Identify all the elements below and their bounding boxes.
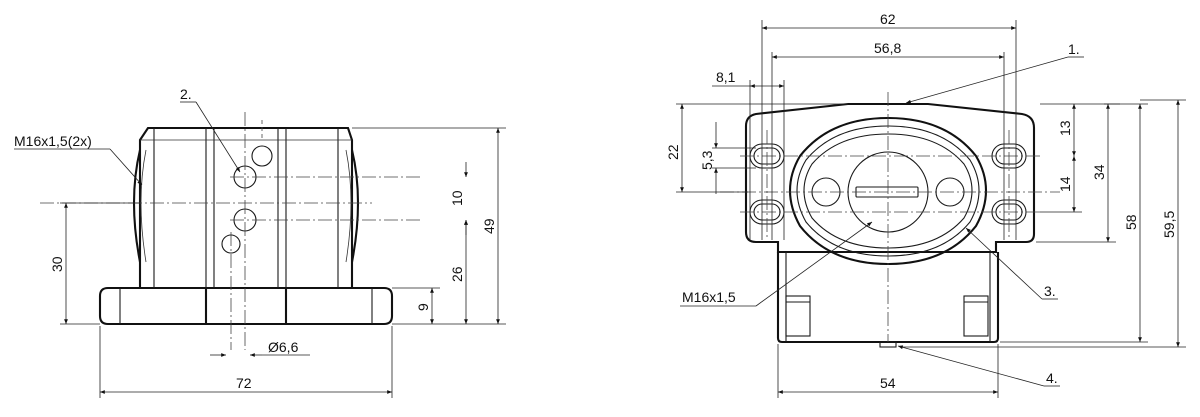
- front-thread-label: M16x1,5(2x): [14, 133, 92, 149]
- callout-2: 2.: [180, 86, 192, 102]
- front-body: [138, 126, 354, 290]
- dim-hole-diameter: Ø6,6: [268, 339, 299, 355]
- dim-59-5: 59,5: [1161, 211, 1177, 238]
- dim-8-1: 8,1: [716, 69, 736, 85]
- callout-4: 4.: [1046, 370, 1058, 386]
- dim-49: 49: [481, 218, 497, 234]
- front-base-plate: [98, 286, 208, 326]
- side-flange: [744, 102, 1036, 254]
- side-thread-label: M16x1,5: [682, 289, 736, 305]
- dim-13: 13: [1057, 120, 1073, 136]
- callout-3: 3.: [1044, 283, 1056, 299]
- front-dimensions: 72 30 49 26 10 9 Ø6,6 M16x1,5(2x) 2.: [14, 86, 506, 398]
- dim-56-8: 56,8: [874, 40, 901, 56]
- callout-1: 1.: [1068, 41, 1080, 57]
- dim-9: 9: [415, 303, 431, 311]
- side-view: [720, 92, 1060, 348]
- dim-34: 34: [1091, 164, 1107, 180]
- dim-58: 58: [1123, 214, 1139, 230]
- dim-62: 62: [880, 11, 896, 27]
- dim-26: 26: [449, 266, 465, 282]
- dim-54: 54: [880, 375, 896, 391]
- front-view: [40, 112, 420, 350]
- dim-5-3: 5,3: [699, 150, 715, 170]
- dim-22: 22: [665, 144, 681, 160]
- side-dimensions: 62 56,8 8,1 22 5,3 13 14 34: [665, 11, 1186, 398]
- dim-30: 30: [49, 256, 65, 272]
- dim-10: 10: [449, 190, 465, 206]
- front-base-plate-right: [284, 286, 394, 326]
- dim-72: 72: [236, 375, 252, 391]
- dim-14: 14: [1057, 176, 1073, 192]
